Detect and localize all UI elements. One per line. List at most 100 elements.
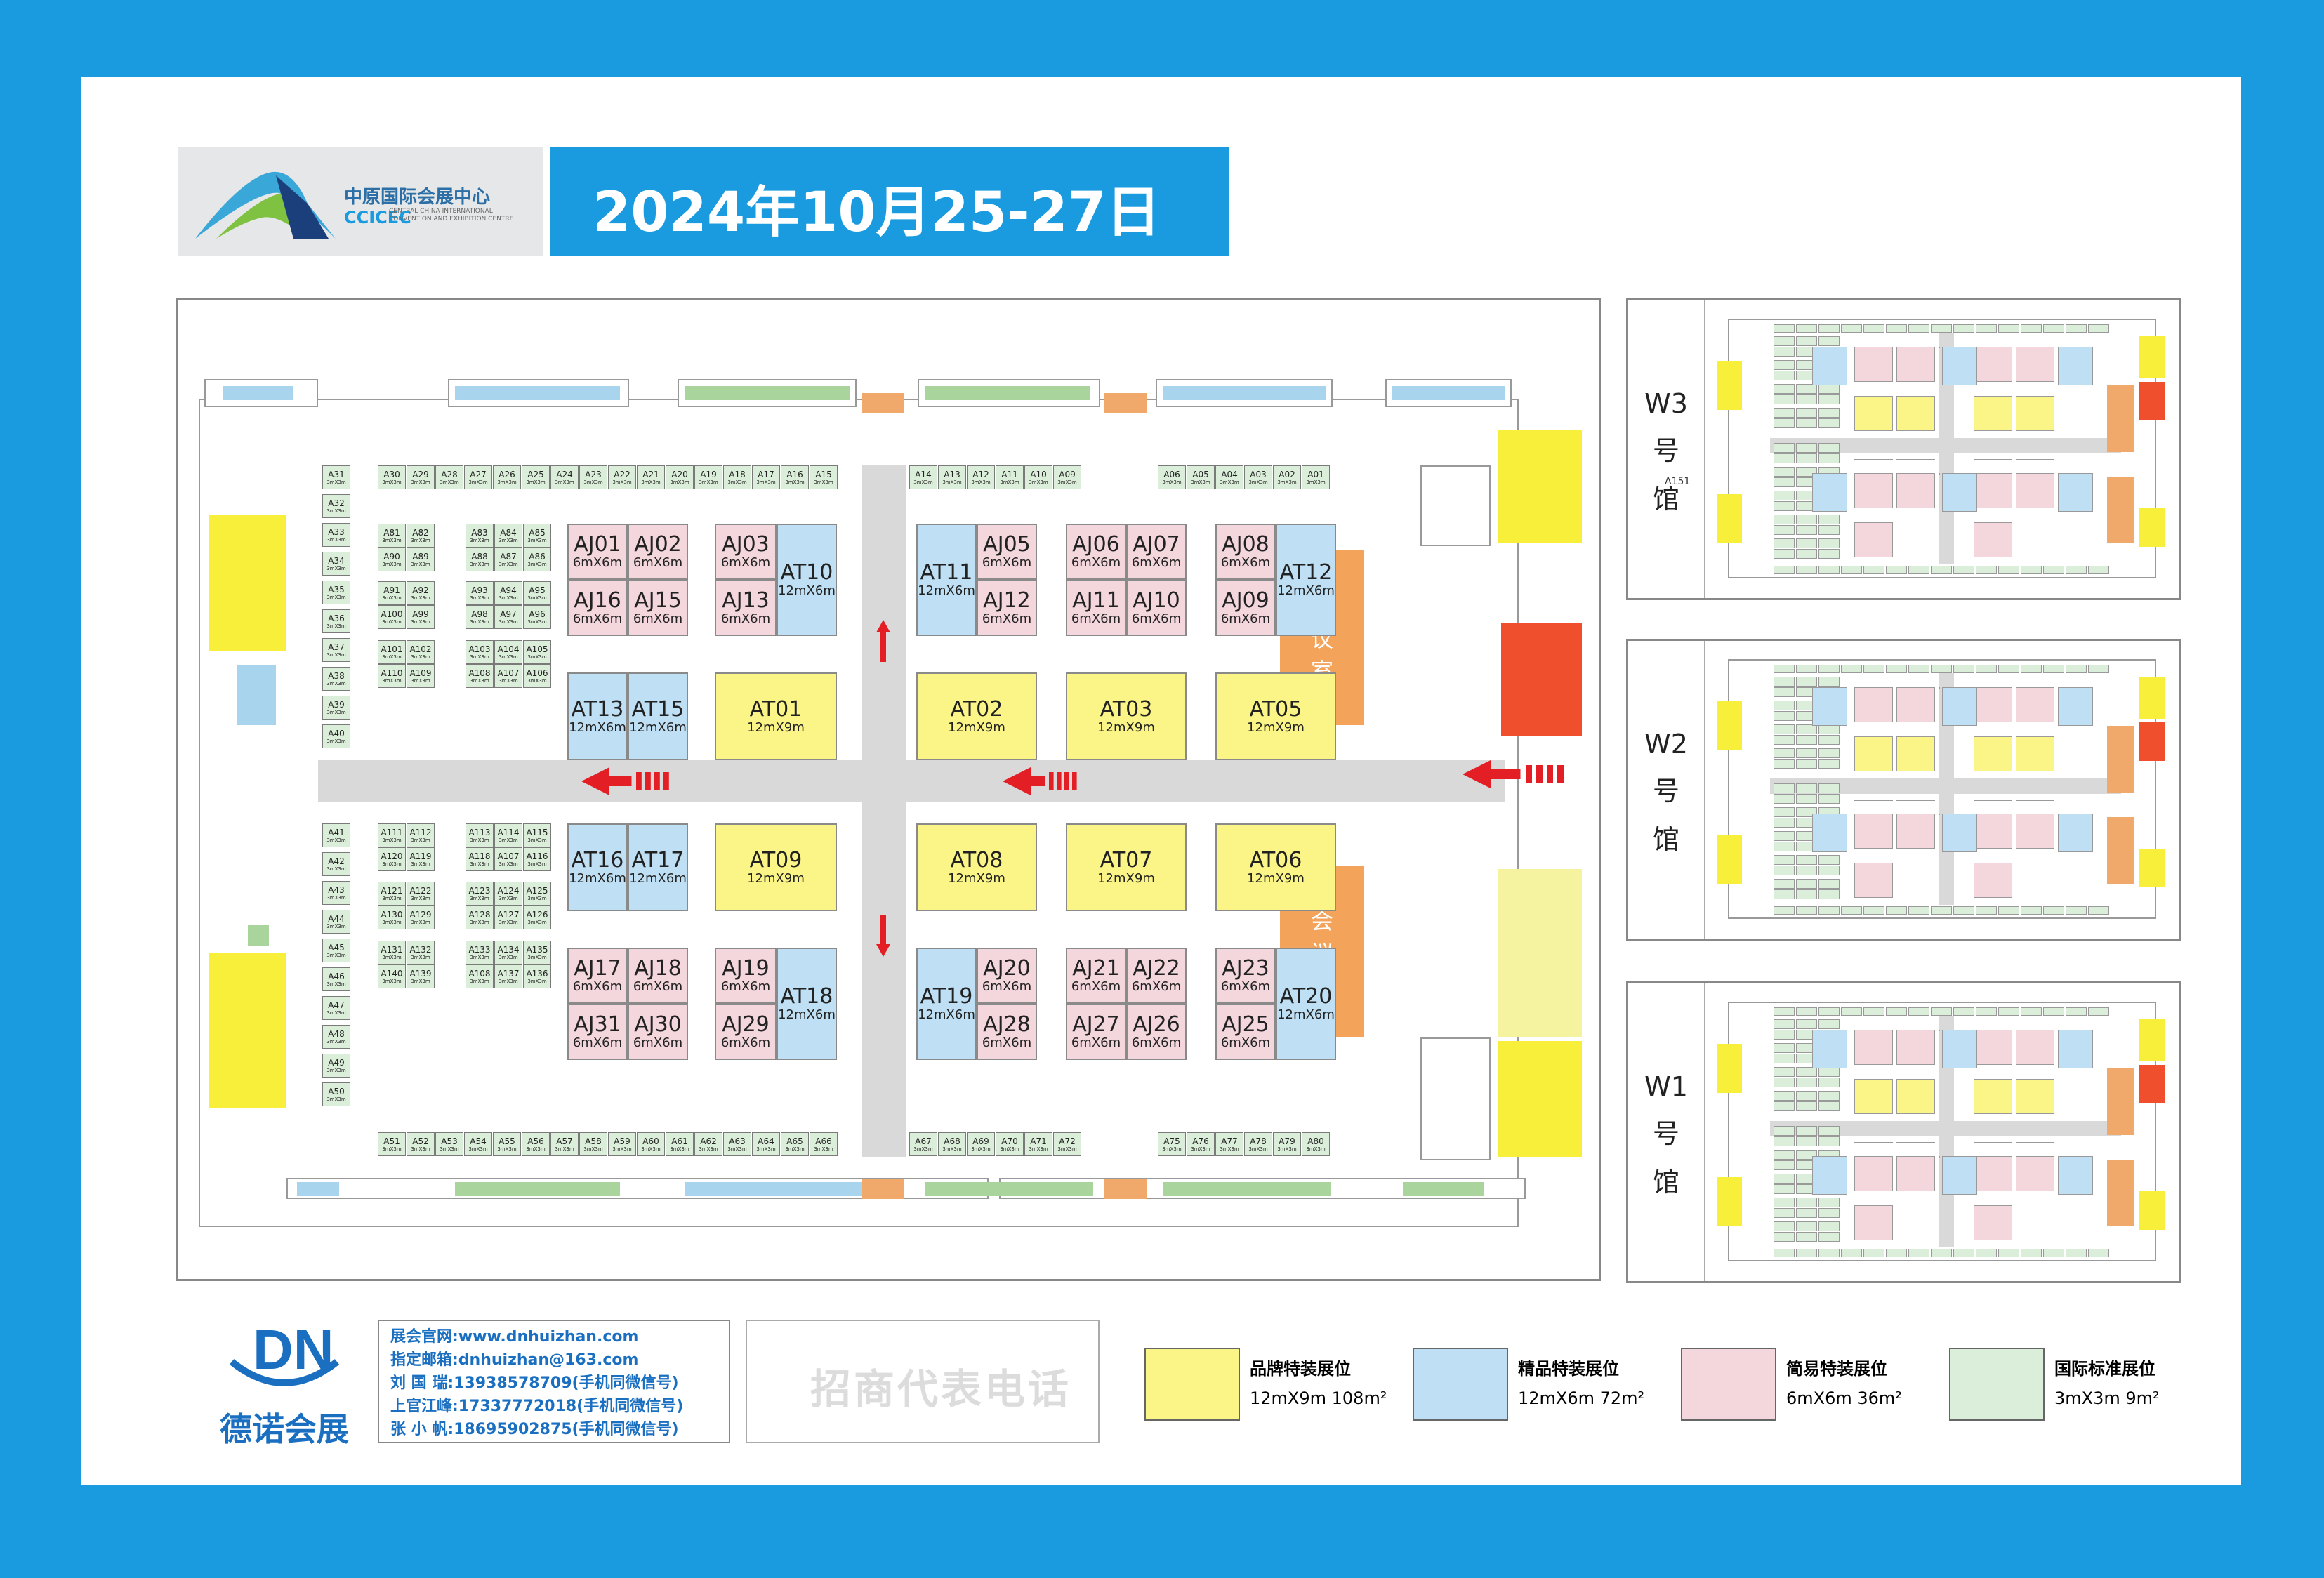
booth-a139[interactable]: A1393mX3m (407, 964, 435, 988)
booth-a32[interactable]: A323mX3m (322, 494, 350, 518)
booth-a107[interactable]: A1073mX3m (494, 664, 522, 688)
booth-aj26[interactable]: AJ266mX6m (1126, 1004, 1187, 1060)
booth-a62[interactable]: A623mX3m (694, 1132, 722, 1156)
booth-a87[interactable]: A873mX3m (494, 548, 522, 571)
booth-a51[interactable]: A513mX3m (378, 1132, 406, 1156)
booth-a37[interactable]: A373mX3m (322, 638, 350, 662)
booth-a108[interactable]: A1083mX3m (466, 964, 494, 988)
booth-a68[interactable]: A683mX3m (938, 1132, 966, 1156)
booth-a12[interactable]: A123mX3m (967, 465, 995, 489)
booth-a92[interactable]: A923mX3m (407, 581, 435, 605)
booth-a116[interactable]: A1163mX3m (523, 847, 551, 871)
booth-a10[interactable]: A103mX3m (1024, 465, 1052, 489)
booth-a95[interactable]: A953mX3m (523, 581, 551, 605)
booth-a60[interactable]: A603mX3m (637, 1132, 665, 1156)
booth-a14[interactable]: A143mX3m (909, 465, 937, 489)
booth-a40[interactable]: A403mX3m (322, 724, 350, 748)
booth-a41[interactable]: A413mX3m (322, 823, 350, 847)
booth-a59[interactable]: A593mX3m (608, 1132, 636, 1156)
booth-a97[interactable]: A973mX3m (494, 605, 522, 629)
booth-a11[interactable]: A113mX3m (996, 465, 1024, 489)
booth-at19[interactable]: AT1912mX6m (916, 948, 977, 1060)
booth-aj23[interactable]: AJ236mX6m (1215, 948, 1276, 1004)
booth-a36[interactable]: A363mX3m (322, 609, 350, 633)
booth-a44[interactable]: A443mX3m (322, 910, 350, 934)
booth-a66[interactable]: A663mX3m (810, 1132, 838, 1156)
booth-a65[interactable]: A653mX3m (781, 1132, 809, 1156)
booth-a28[interactable]: A283mX3m (435, 465, 463, 489)
booth-a99[interactable]: A993mX3m (407, 605, 435, 629)
booth-aj07[interactable]: AJ076mX6m (1126, 524, 1187, 580)
booth-a137[interactable]: A1373mX3m (494, 964, 522, 988)
booth-aj29[interactable]: AJ296mX6m (715, 1004, 777, 1060)
booth-a15[interactable]: A153mX3m (810, 465, 838, 489)
booth-aj12[interactable]: AJ126mX6m (977, 580, 1037, 636)
booth-a112[interactable]: A1123mX3m (407, 823, 435, 847)
booth-a124[interactable]: A1243mX3m (494, 882, 522, 906)
booth-a103[interactable]: A1033mX3m (466, 640, 494, 664)
booth-a13[interactable]: A133mX3m (938, 465, 966, 489)
booth-a46[interactable]: A463mX3m (322, 967, 350, 991)
booth-a121[interactable]: A1213mX3m (378, 882, 406, 906)
booth-a02[interactable]: A023mX3m (1273, 465, 1301, 489)
booth-aj10[interactable]: AJ106mX6m (1126, 580, 1187, 636)
booth-at05[interactable]: AT0512mX9m (1215, 672, 1336, 760)
booth-aj18[interactable]: AJ186mX6m (628, 948, 688, 1004)
booth-a26[interactable]: A263mX3m (493, 465, 521, 489)
booth-aj13[interactable]: AJ136mX6m (715, 580, 777, 636)
booth-aj02[interactable]: AJ026mX6m (628, 524, 688, 580)
booth-a03[interactable]: A033mX3m (1244, 465, 1272, 489)
booth-a126[interactable]: A1263mX3m (523, 906, 551, 929)
booth-a128[interactable]: A1283mX3m (466, 906, 494, 929)
booth-a48[interactable]: A483mX3m (322, 1025, 350, 1049)
booth-a61[interactable]: A613mX3m (666, 1132, 694, 1156)
booth-a98[interactable]: A983mX3m (466, 605, 494, 629)
booth-a78[interactable]: A783mX3m (1244, 1132, 1272, 1156)
booth-a33[interactable]: A333mX3m (322, 523, 350, 547)
booth-a17[interactable]: A173mX3m (752, 465, 780, 489)
booth-a47[interactable]: A473mX3m (322, 996, 350, 1020)
booth-a122[interactable]: A1223mX3m (407, 882, 435, 906)
booth-a22[interactable]: A223mX3m (608, 465, 636, 489)
booth-a05[interactable]: A053mX3m (1187, 465, 1215, 489)
booth-a54[interactable]: A543mX3m (464, 1132, 492, 1156)
booth-aj27[interactable]: AJ276mX6m (1066, 1004, 1126, 1060)
booth-a42[interactable]: A423mX3m (322, 852, 350, 876)
booth-a123[interactable]: A1233mX3m (466, 882, 494, 906)
booth-a136[interactable]: A1363mX3m (523, 964, 551, 988)
booth-at17[interactable]: AT1712mX6m (628, 823, 688, 911)
booth-a45[interactable]: A453mX3m (322, 939, 350, 962)
booth-a100[interactable]: A1003mX3m (378, 605, 406, 629)
booth-aj05[interactable]: AJ056mX6m (977, 524, 1037, 580)
booth-a81[interactable]: A813mX3m (378, 524, 406, 548)
booth-a118[interactable]: A1183mX3m (466, 847, 494, 871)
booth-aj20[interactable]: AJ206mX6m (977, 948, 1037, 1004)
booth-at02[interactable]: AT0212mX9m (916, 672, 1037, 760)
booth-a79[interactable]: A793mX3m (1273, 1132, 1301, 1156)
booth-a64[interactable]: A643mX3m (752, 1132, 780, 1156)
booth-a77[interactable]: A773mX3m (1215, 1132, 1243, 1156)
booth-a06[interactable]: A063mX3m (1158, 465, 1186, 489)
booth-a83[interactable]: A833mX3m (466, 524, 494, 548)
booth-a107[interactable]: A1073mX3m (494, 847, 522, 871)
booth-a56[interactable]: A563mX3m (522, 1132, 550, 1156)
booth-a43[interactable]: A433mX3m (322, 881, 350, 905)
booth-aj30[interactable]: AJ306mX6m (628, 1004, 688, 1060)
booth-aj19[interactable]: AJ196mX6m (715, 948, 777, 1004)
booth-a105[interactable]: A1053mX3m (523, 640, 551, 664)
booth-a52[interactable]: A523mX3m (407, 1132, 435, 1156)
booth-aj11[interactable]: AJ116mX6m (1066, 580, 1126, 636)
booth-a53[interactable]: A533mX3m (435, 1132, 463, 1156)
booth-a70[interactable]: A703mX3m (996, 1132, 1024, 1156)
booth-a140[interactable]: A1403mX3m (378, 964, 406, 988)
booth-a09[interactable]: A093mX3m (1053, 465, 1081, 489)
booth-a113[interactable]: A1133mX3m (466, 823, 494, 847)
booth-a108[interactable]: A1083mX3m (466, 664, 494, 688)
booth-aj17[interactable]: AJ176mX6m (567, 948, 628, 1004)
booth-a72[interactable]: A723mX3m (1053, 1132, 1081, 1156)
booth-a85[interactable]: A853mX3m (523, 524, 551, 548)
booth-at01[interactable]: AT0112mX9m (715, 672, 837, 760)
booth-a01[interactable]: A013mX3m (1302, 465, 1330, 489)
booth-a67[interactable]: A673mX3m (909, 1132, 937, 1156)
booth-aj03[interactable]: AJ036mX6m (715, 524, 777, 580)
